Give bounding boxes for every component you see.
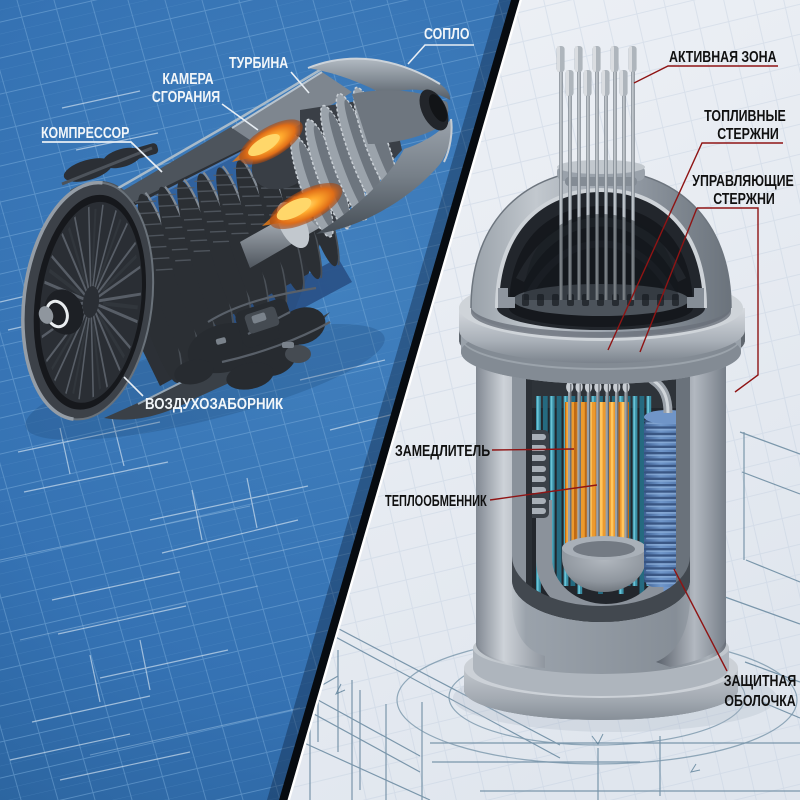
svg-text:СТЕРЖНИ: СТЕРЖНИ <box>717 125 779 143</box>
svg-text:СГОРАНИЯ: СГОРАНИЯ <box>152 88 220 106</box>
svg-text:ТЕПЛООБМЕННИК: ТЕПЛООБМЕННИК <box>385 492 487 509</box>
svg-text:КОМПРЕССОР: КОМПРЕССОР <box>41 124 129 142</box>
svg-text:КАМЕРА: КАМЕРА <box>162 70 213 88</box>
svg-text:ВОЗДУХОЗАБОРНИК: ВОЗДУХОЗАБОРНИК <box>145 396 283 413</box>
svg-text:ТОПЛИВНЫЕ: ТОПЛИВНЫЕ <box>704 107 786 125</box>
svg-text:ЗАЩИТНАЯ: ЗАЩИТНАЯ <box>724 672 797 690</box>
svg-text:СТЕРЖНИ: СТЕРЖНИ <box>713 190 775 208</box>
svg-text:ЗАМЕДЛИТЕЛЬ: ЗАМЕДЛИТЕЛЬ <box>395 442 490 460</box>
svg-text:СОПЛО: СОПЛО <box>424 25 470 43</box>
svg-text:ОБОЛОЧКА: ОБОЛОЧКА <box>724 692 795 710</box>
svg-text:АКТИВНАЯ ЗОНА: АКТИВНАЯ ЗОНА <box>669 48 777 66</box>
svg-text:УПРАВЛЯЮЩИЕ: УПРАВЛЯЮЩИЕ <box>692 172 793 190</box>
svg-text:ТУРБИНА: ТУРБИНА <box>229 54 288 72</box>
